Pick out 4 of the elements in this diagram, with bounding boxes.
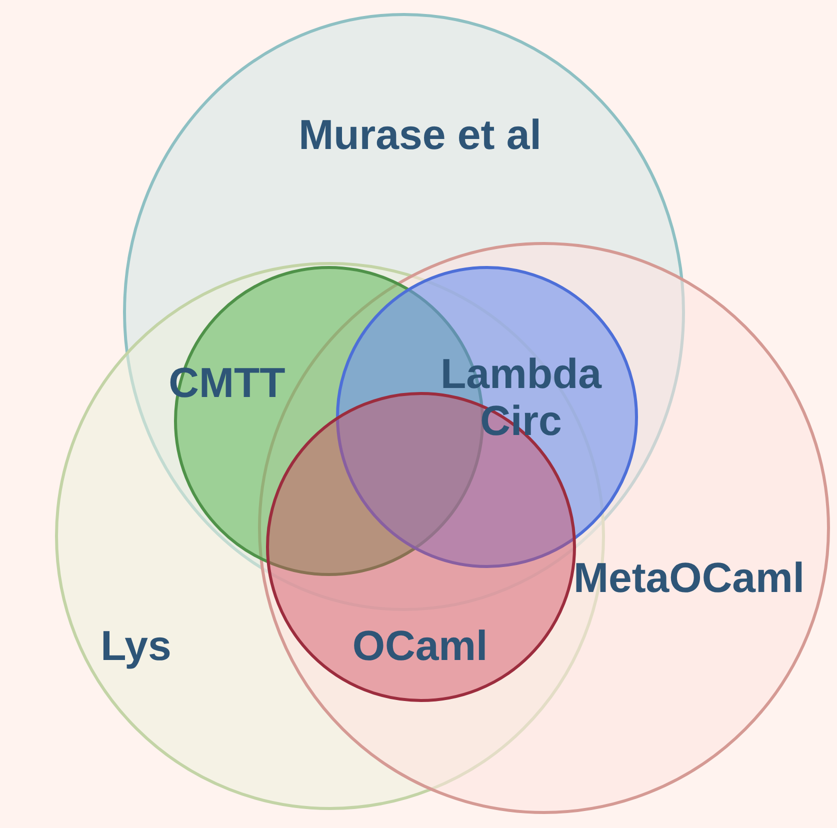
set-label: OCaml — [351, 622, 489, 670]
set-label: Lys — [100, 622, 172, 670]
set-label: Murase et al — [298, 111, 542, 158]
set-label: MetaOCaml — [572, 554, 806, 602]
